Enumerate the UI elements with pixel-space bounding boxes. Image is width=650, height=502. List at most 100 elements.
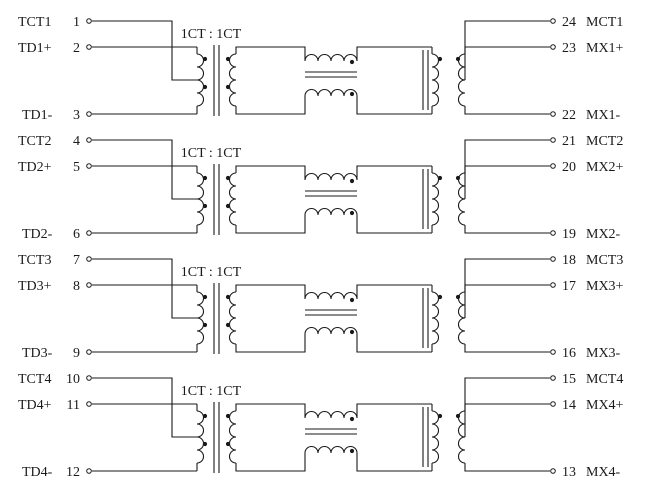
pin-terminal [86, 401, 92, 407]
polarity-dot [202, 84, 208, 90]
polarity-dot [202, 413, 208, 419]
wire [464, 344, 550, 353]
pin-label: MX4+ [586, 398, 624, 413]
pin-number: 8 [73, 279, 80, 294]
turns-ratio-label: 1CT : 1CT [181, 265, 242, 280]
polarity-dot [349, 210, 355, 216]
pin-label: TCT1 [18, 15, 51, 30]
polarity-dot [455, 413, 461, 419]
pin-terminal [86, 282, 92, 288]
pin-terminal [550, 44, 556, 50]
pin-terminal [550, 468, 556, 474]
pin-terminal [550, 401, 556, 407]
polarity-dot [202, 175, 208, 181]
pin-number: 16 [562, 346, 576, 361]
wire [464, 225, 550, 234]
polarity-dot [437, 413, 443, 419]
primary-coil-lower [196, 79, 205, 107]
wire [464, 165, 550, 173]
output-coil-lower [457, 198, 466, 226]
pin-terminal [550, 256, 556, 262]
pin-terminal [86, 349, 92, 355]
pin-number: 19 [562, 227, 576, 242]
pin-label: TD4- [22, 465, 53, 480]
pin-terminal [550, 163, 556, 169]
pin-terminal [550, 375, 556, 381]
pin-label: TD4+ [18, 398, 52, 413]
choke-coil-lower [304, 207, 358, 216]
polarity-dot [202, 441, 208, 447]
polarity-dot [437, 56, 443, 62]
pin-terminal [550, 282, 556, 288]
pin-number: 3 [73, 108, 80, 123]
center-tap-wire [464, 258, 550, 318]
pin-label: MX1- [586, 108, 621, 123]
polarity-dot [202, 294, 208, 300]
pin-number: 5 [73, 160, 80, 175]
polarity-dot [349, 178, 355, 184]
output-coil-lower [457, 436, 466, 464]
wire [356, 403, 432, 418]
pin-number: 11 [67, 398, 80, 413]
choke-coil-upper [304, 172, 358, 181]
polarity-dot [225, 56, 231, 62]
secondary-coil-lower [228, 436, 237, 464]
choke-coil-lower [304, 88, 358, 97]
polarity-dot [437, 175, 443, 181]
wire [464, 403, 550, 411]
pin-number: 17 [562, 279, 576, 294]
pin-number: 1 [73, 15, 80, 30]
output-coil [431, 410, 440, 464]
wire [235, 453, 306, 472]
wire [356, 215, 432, 234]
pin-label: TCT3 [18, 253, 51, 268]
pin-number: 6 [73, 227, 80, 242]
pin-label: MCT3 [586, 253, 623, 268]
secondary-coil-upper [228, 410, 237, 438]
polarity-dot [202, 322, 208, 328]
pin-label: MX1+ [586, 41, 624, 56]
pin-number: 4 [73, 134, 80, 149]
pin-terminal [86, 256, 92, 262]
polarity-dot [349, 91, 355, 97]
pin-terminal [86, 44, 92, 50]
polarity-dot [349, 297, 355, 303]
primary-coil-upper [196, 172, 205, 200]
pin-label: TD1- [22, 108, 53, 123]
center-tap-wire [464, 139, 550, 199]
pin-terminal [86, 375, 92, 381]
wire [464, 284, 550, 292]
center-tap-wire [464, 377, 550, 437]
polarity-dot [455, 175, 461, 181]
primary-coil-lower [196, 436, 205, 464]
pin-terminal [550, 349, 556, 355]
secondary-coil-lower [228, 198, 237, 226]
pin-terminal [550, 111, 556, 117]
center-tap-wire [92, 258, 197, 319]
output-coil [431, 172, 440, 226]
polarity-dot [455, 294, 461, 300]
primary-coil-upper [196, 53, 205, 81]
wire [464, 463, 550, 472]
polarity-dot [349, 416, 355, 422]
pin-label: MX3+ [586, 279, 624, 294]
wire [356, 453, 432, 472]
wire [235, 46, 306, 61]
pin-number: 13 [562, 465, 576, 480]
wire [464, 106, 550, 115]
wire [235, 215, 306, 234]
turns-ratio-label: 1CT : 1CT [181, 384, 242, 399]
wire [235, 334, 306, 353]
output-coil-lower [457, 317, 466, 345]
turns-ratio-label: 1CT : 1CT [181, 146, 242, 161]
polarity-dot [455, 56, 461, 62]
pin-number: 22 [562, 108, 576, 123]
output-coil [431, 291, 440, 345]
center-tap-wire [464, 20, 550, 80]
choke-coil-lower [304, 445, 358, 454]
wire [235, 165, 306, 180]
secondary-coil-upper [228, 172, 237, 200]
pin-terminal [550, 230, 556, 236]
polarity-dot [202, 56, 208, 62]
